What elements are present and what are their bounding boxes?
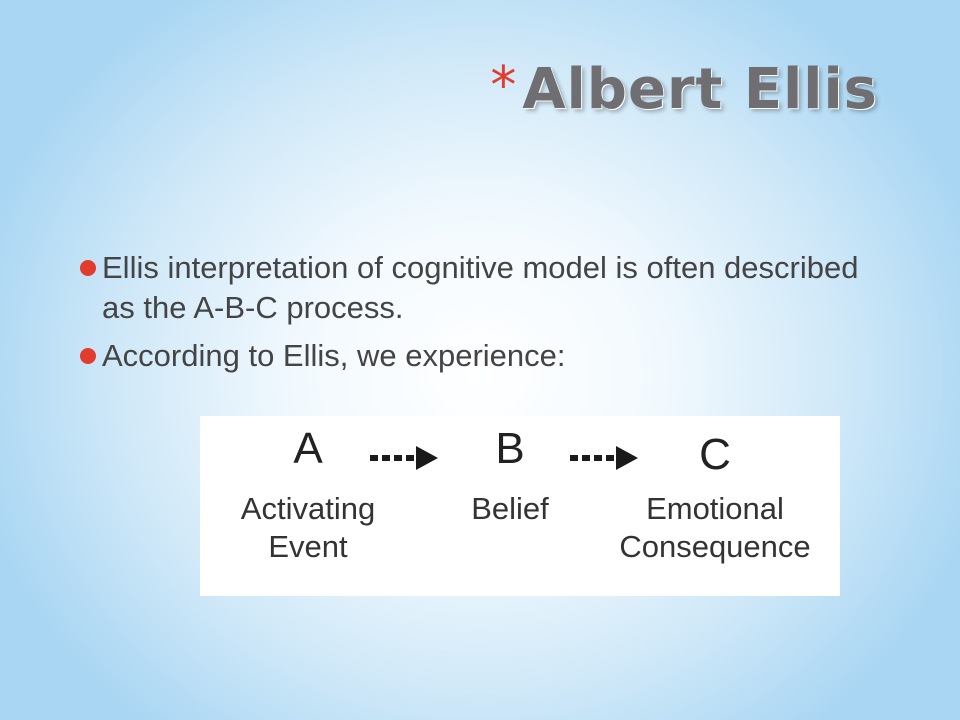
bullet-dot-icon	[80, 348, 96, 364]
step-label: Activating Event	[208, 490, 408, 566]
step-letter: C	[699, 430, 731, 479]
step-label: Belief	[440, 490, 580, 528]
step-label-line: Consequence	[619, 529, 811, 564]
dashed-arrow-icon	[370, 446, 438, 470]
step-letter: A	[293, 424, 323, 473]
bullet-text: Ellis interpretation of cognitive model …	[102, 250, 859, 325]
abc-diagram: A Activating Event B Belief	[200, 416, 840, 596]
bullet-item: According to Ellis, we experience:	[78, 336, 878, 376]
abc-step-a: A Activating Event	[208, 424, 408, 566]
title-text: Albert Ellis	[522, 57, 878, 122]
step-letter: B	[495, 424, 525, 473]
dashed-arrow-icon	[570, 446, 638, 470]
step-label-line: Belief	[471, 491, 549, 526]
abc-step-c: C Emotional Consequence	[600, 430, 830, 566]
title-asterisk-icon: *	[490, 56, 517, 116]
step-label-line: Event	[268, 529, 348, 564]
bullet-text: According to Ellis, we experience:	[102, 338, 566, 373]
step-label-line: Emotional	[646, 491, 784, 526]
slide-title: * Albert Ellis	[490, 56, 878, 122]
step-label-line: Activating	[240, 491, 376, 526]
bullet-item: Ellis interpretation of cognitive model …	[78, 248, 878, 328]
abc-step-b: B Belief	[440, 424, 580, 528]
step-label: Emotional Consequence	[600, 490, 830, 566]
bullet-dot-icon	[80, 260, 96, 276]
bullet-list: Ellis interpretation of cognitive model …	[78, 248, 878, 384]
